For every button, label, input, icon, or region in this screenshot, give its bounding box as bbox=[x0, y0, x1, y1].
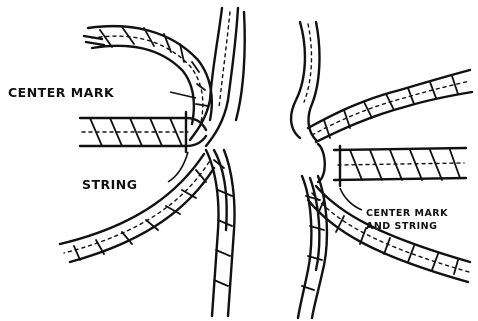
center-mark-and-string-callout: CENTER MARK AND STRING bbox=[340, 188, 448, 232]
right-upper-strand bbox=[308, 70, 472, 142]
left-lower-strand bbox=[60, 154, 214, 262]
right-middle-strand bbox=[318, 144, 466, 186]
left-figure: CENTER MARK STRING bbox=[8, 8, 245, 316]
string-label: STRING bbox=[82, 177, 138, 192]
left-upper-strand bbox=[84, 26, 212, 124]
string-callout: STRING bbox=[82, 152, 188, 192]
center-mark-callout: CENTER MARK bbox=[8, 85, 196, 100]
left-middle-strand bbox=[80, 112, 206, 152]
center-mark-and-string-leader bbox=[340, 188, 362, 210]
center-mark-label: CENTER MARK bbox=[8, 85, 115, 100]
right-vertical-rope bbox=[291, 22, 327, 318]
center-mark-and-string-label-line1: CENTER MARK bbox=[366, 208, 448, 219]
center-mark-and-string-label-line2: AND STRING bbox=[366, 221, 437, 232]
right-lower-strand bbox=[308, 186, 470, 282]
right-figure: CENTER MARK AND STRING bbox=[291, 22, 472, 318]
